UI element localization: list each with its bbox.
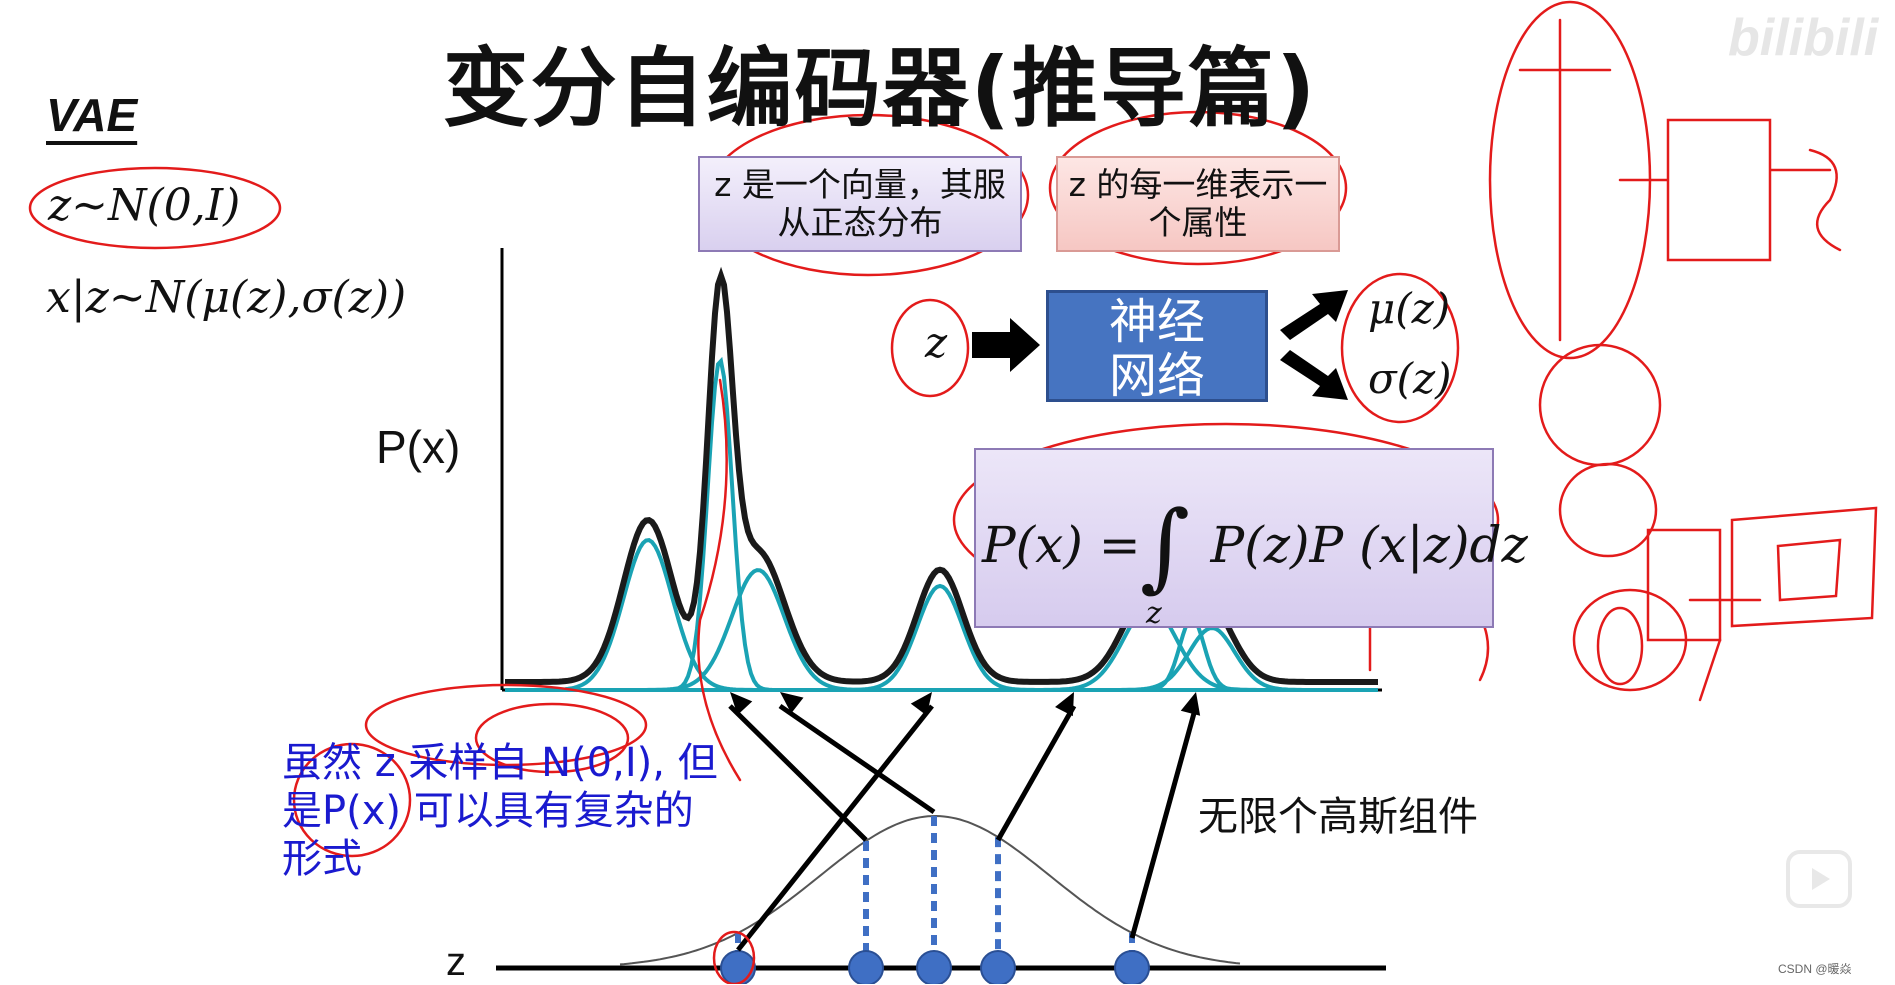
integral-formula-box (974, 448, 1494, 628)
dimension-note-box: z 的每一维表示一 个属性 (1056, 156, 1340, 252)
bilibili-logo: bilibili (1728, 9, 1879, 67)
sample-dots (720, 950, 1150, 984)
dimension-note-line2: 个属性 (1148, 203, 1248, 242)
integral-sign: ∫ (1140, 490, 1191, 602)
mapping-arrowhead-5 (1180, 692, 1201, 716)
mapping-arrowhead-2 (730, 692, 753, 715)
mapping-arrowhead-4 (1055, 692, 1074, 717)
vector-note-line2: 从正态分布 (777, 203, 943, 242)
y-axis-label: P(x) (376, 421, 461, 473)
arrow-network-to-sigma (1280, 350, 1348, 400)
z-axis-label: z (446, 940, 466, 984)
red-annotations (28, 0, 1878, 984)
arrow-z-to-network (972, 318, 1040, 372)
prior-formula: z~N(0,I) (48, 180, 241, 231)
csdn-watermark: CSDN @暖焱 (1778, 962, 1852, 976)
integral-subscript: z (1146, 596, 1162, 631)
play-button-icon[interactable] (1786, 850, 1852, 908)
mixture-curve (505, 266, 1378, 685)
network-label-line2: 网络 (1108, 348, 1205, 404)
prior-gaussian-curve (619, 814, 1241, 966)
mapping-arrows (728, 692, 1201, 952)
mapping-arrowhead-1 (910, 692, 932, 716)
sample-dot-5 (1114, 950, 1150, 984)
integral-lhs: P(x) = (982, 516, 1157, 574)
sample-dashes (735, 816, 1135, 966)
gaussian-component-6 (505, 615, 1378, 692)
slide-title: 变分自编码器(推导篇) (442, 39, 1318, 139)
infinite-gaussians-label: 无限个高斯组件 (1198, 794, 1478, 840)
arrow-network-to-mu (1280, 290, 1348, 340)
mapping-arrow-5 (1129, 705, 1199, 939)
network-output-sigma: σ(z) (1368, 354, 1452, 403)
dimension-note-line1: z 的每一维表示一 (1068, 165, 1328, 204)
network-output-mu: μ(z) (1368, 284, 1451, 333)
sample-dot-2 (848, 950, 884, 984)
neural-network-box: 神经 网络 (1046, 290, 1268, 404)
sample-dot-1 (720, 950, 756, 984)
mapping-arrow-1 (736, 704, 934, 952)
gaussian-component-7 (505, 626, 1378, 692)
network-label-line1: 神经 (1108, 294, 1205, 350)
likelihood-formula: x|z~N(μ(z),σ(z)) (46, 272, 407, 323)
section-label: VAE (46, 89, 138, 141)
vector-note-box: z 是一个向量，其服 从正态分布 (698, 156, 1022, 252)
note-line1: 虽然 z 采样自 N(0,I), 但 (282, 740, 718, 786)
mapping-arrow-4 (995, 704, 1077, 842)
note-line2: 是P(x) 可以具有复杂的 (282, 788, 694, 834)
note-line3: 形式 (282, 836, 362, 882)
vector-note-line1: z 是一个向量，其服 (714, 165, 1006, 204)
integral-formula: P(x) = P(z)P (x|z)dz (982, 516, 1528, 574)
mapping-arrow-3 (778, 703, 936, 815)
gaussian-components (505, 356, 1378, 692)
sample-dot-3 (916, 950, 952, 984)
mapping-arrowhead-3 (780, 692, 804, 714)
sample-dot-4 (980, 950, 1016, 984)
integral-rhs: P(z)P (x|z)dz (1210, 516, 1528, 574)
network-input-z: z (925, 318, 948, 367)
mapping-arrow-2 (728, 704, 868, 842)
